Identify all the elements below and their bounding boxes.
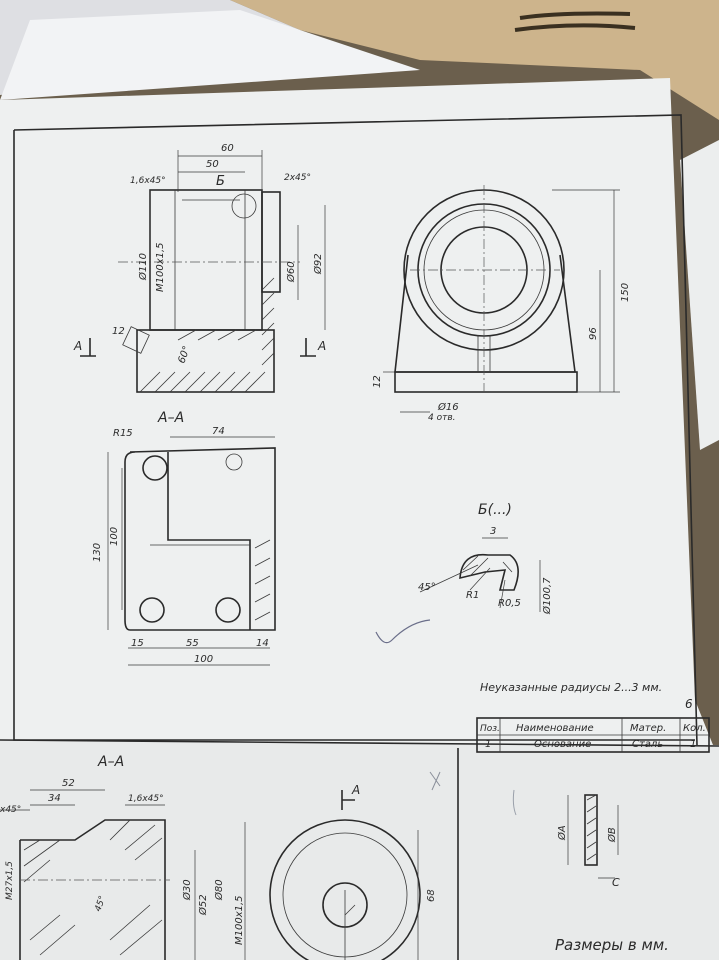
dim-d92: Ø92 [312, 253, 324, 275]
plan-section-view [107, 436, 276, 666]
section-mark-left: A [73, 339, 82, 353]
side-view [383, 185, 620, 413]
table-header-name: Наименование [516, 723, 594, 734]
dim-15: 15 [131, 638, 144, 649]
bottom-section-mark: A [351, 783, 360, 797]
sheet-divider [0, 739, 719, 747]
dim-60: 60 [221, 143, 234, 154]
bottom-left-view [0, 789, 246, 960]
detail-dim-r1: R1 [466, 590, 479, 601]
bottom-dim-db: ØB [606, 827, 618, 843]
table-cell-name: Основание [534, 739, 591, 750]
dim-100v: 100 [109, 527, 120, 546]
detail-dim-45: 45° [418, 582, 436, 593]
dim-130: 130 [92, 543, 103, 562]
lower-sheet [0, 740, 719, 960]
chamfer-left: 1,6x45° [130, 176, 166, 186]
bottom-note: Размеры в мм. [555, 936, 669, 954]
detail-ref-b: Б [216, 174, 225, 189]
frame-border [13, 114, 698, 746]
white-sheet [0, 10, 420, 100]
table-header-pos: Поз. [480, 724, 500, 734]
bottom-dim-chamfer: 1,6x45° [128, 794, 164, 804]
bottom-dim-d30: Ø30 [181, 879, 193, 901]
dim-14: 14 [256, 638, 269, 649]
background-marks [514, 11, 636, 32]
bottom-dim-34: 34 [48, 793, 61, 804]
dim-d60: Ø60 [285, 261, 297, 283]
dim-d16: Ø16 [437, 401, 459, 413]
table-cell-mat: Сталь [632, 739, 663, 750]
right-sheet-edge [680, 140, 719, 450]
detail-dim-r05: R0,5 [498, 598, 521, 609]
table-cell-qty: 1 [690, 739, 696, 750]
parts-table [476, 717, 710, 753]
pencil-mark [512, 789, 517, 816]
bottom-dim-m100: M100x1,5 [234, 895, 245, 945]
dim-d110: Ø110 [137, 253, 149, 281]
dim-50: 50 [206, 159, 219, 170]
bottom-dim-d52: Ø52 [197, 894, 209, 916]
dim-55: 55 [186, 638, 199, 649]
dim-96: 96 [588, 327, 599, 340]
chamfer-right: 2x45° [284, 173, 311, 183]
table-header-mat: Матер. [630, 723, 666, 734]
detail-view [419, 537, 541, 612]
bottom-mid-view [269, 790, 421, 960]
page-mark: 6 [685, 697, 693, 711]
dim-100: 100 [194, 654, 213, 665]
bottom-dim-da: ØA [556, 825, 568, 841]
holes-note: 4 отв. [428, 413, 456, 423]
paper-background-sheet [230, 0, 719, 120]
detail-title: Б(...) [478, 502, 512, 518]
pencil-check-mark [375, 619, 431, 644]
dim-150: 150 [620, 283, 631, 302]
front-section-view [80, 150, 326, 393]
bottom-right-view [567, 794, 619, 879]
detail-dim-3: 3 [490, 526, 496, 537]
dim-thread: M100x1,5 [155, 242, 166, 292]
bottom-dim-d80: Ø80 [213, 879, 225, 901]
dim-74: 74 [212, 426, 225, 437]
bottom-dim-x45: x45° [0, 805, 21, 815]
dim-12-base: 12 [372, 375, 383, 388]
bottom-section-title: A–A [97, 754, 124, 770]
table-cell-pos: 1 [485, 739, 491, 750]
dim-r15: R15 [113, 428, 133, 439]
bottom-dim-m27: M27x1,5 [5, 861, 15, 900]
note-radii: Неуказанные радиусы 2...3 мм. [480, 681, 662, 694]
section-mark-right: A [317, 339, 326, 353]
section-title-aa: A–A [157, 410, 184, 426]
bottom-dim-68: 68 [426, 889, 437, 902]
bottom-dim-52: 52 [62, 778, 75, 789]
detail-dim-d1007: Ø100,7 [541, 577, 553, 615]
table-header-qty: Кол. [683, 723, 706, 734]
pencil-cross [429, 771, 441, 791]
dim-12: 12 [112, 326, 125, 337]
bottom-dim-c: C [612, 876, 620, 889]
